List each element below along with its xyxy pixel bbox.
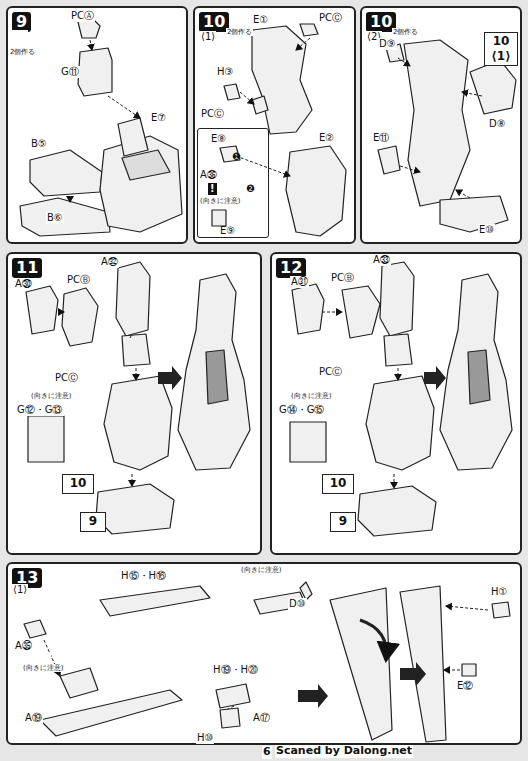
part-label: A㉜ (100, 256, 119, 268)
part-label: D⑨ (378, 38, 397, 50)
part-label: 9 (81, 515, 105, 529)
warning-mark: ! (334, 403, 341, 415)
part-label: 2個作る (9, 48, 36, 56)
part-label: (向きに注意) (240, 566, 282, 574)
part-label: 10 (323, 477, 353, 491)
part-label: G⑭・G⑮ (278, 404, 326, 416)
reference-box: 9 (80, 512, 106, 532)
part-label: (向きに注意) (290, 392, 332, 400)
part-label: E⑩ (478, 224, 495, 236)
part-label: PCⒷ (330, 272, 355, 284)
part-label: H⑮・H⑯ (120, 570, 167, 582)
reference-box: 9 (330, 512, 356, 532)
part-label: H⑩ (196, 732, 214, 744)
reference-box: 10 (62, 474, 94, 494)
warning-mark: ×2 (11, 30, 28, 42)
part-label: PCⒸ (200, 108, 225, 120)
part-label: H⑲・H⑳ (212, 664, 259, 676)
part-label: (向きに注意) (30, 392, 72, 400)
part-label: PCⒸ (54, 372, 79, 384)
part-label: ! (208, 183, 217, 195)
part-label: E⑨ (220, 225, 235, 237)
part-label: Scaned by Dalong.net (275, 745, 413, 758)
step-panel: 10E⑧ A㊱! (向きに注意) E⑨ ❶ ❷ (193, 6, 356, 244)
warning-mark: ! (262, 578, 269, 590)
part-label: A⑲ (24, 712, 43, 724)
part-label: A㊱ (200, 169, 217, 181)
inset-box: E⑧ A㊱! (向きに注意) E⑨ ❶ ❷ (197, 128, 269, 238)
part-label: PCⒶ (70, 10, 95, 22)
part-label: E② (318, 132, 335, 144)
reference-box: 10⟨1⟩ (484, 32, 518, 66)
part-label: H① (490, 586, 508, 598)
part-label: B⑤ (30, 138, 48, 150)
part-label: 2個作る (226, 28, 253, 36)
part-label: (向きに注意) (22, 664, 64, 672)
part-label: PCⒷ (66, 274, 91, 286)
warning-mark: ! (44, 652, 51, 664)
part-label: G⑪ (60, 66, 80, 78)
part-label: A㉚ (14, 278, 33, 290)
step-panel: 9 (6, 6, 188, 244)
part-label: E⑧ (211, 133, 226, 145)
part-label: D⑩ (288, 598, 307, 610)
warning-mark: ! (72, 403, 79, 415)
part-label: A㉟ (14, 640, 33, 652)
warning-mark: ! (272, 664, 279, 676)
part-label: E⑫ (456, 680, 474, 692)
part-label: A㉛ (290, 276, 309, 288)
part-label: (向きに注意) (200, 197, 240, 205)
part-label: PCⒸ (318, 12, 343, 24)
warning-mark: ×2 (232, 10, 249, 22)
part-label: ❶ (232, 151, 241, 163)
part-label: H③ (216, 66, 234, 78)
part-label: D⑧ (488, 118, 507, 130)
warning-mark: ×2 (398, 10, 415, 22)
part-label: ⟨1⟩ (200, 31, 216, 43)
step-number: 10 (199, 12, 229, 32)
part-label: E① (252, 14, 269, 26)
part-label: ❷ (246, 183, 255, 195)
part-label: A⑰ (252, 712, 271, 724)
reference-box: 10 (322, 474, 354, 494)
part-label: 2個作る (392, 28, 419, 36)
part-label: 9 (331, 515, 355, 529)
step-number: 11 (12, 258, 42, 278)
part-label: ⟨1⟩ (12, 584, 28, 596)
part-label: A㉝ (372, 254, 391, 266)
part-label: 10 (63, 477, 93, 491)
part-label: 6 (262, 746, 272, 759)
part-label: 10 (485, 35, 517, 49)
part-label: G⑫・G⑬ (16, 404, 64, 416)
part-label: B⑥ (46, 212, 64, 224)
part-label: E⑦ (150, 112, 167, 124)
part-label: E⑪ (372, 132, 390, 144)
part-label: ⟨1⟩ (485, 50, 517, 64)
part-label: PCⒸ (318, 366, 343, 378)
